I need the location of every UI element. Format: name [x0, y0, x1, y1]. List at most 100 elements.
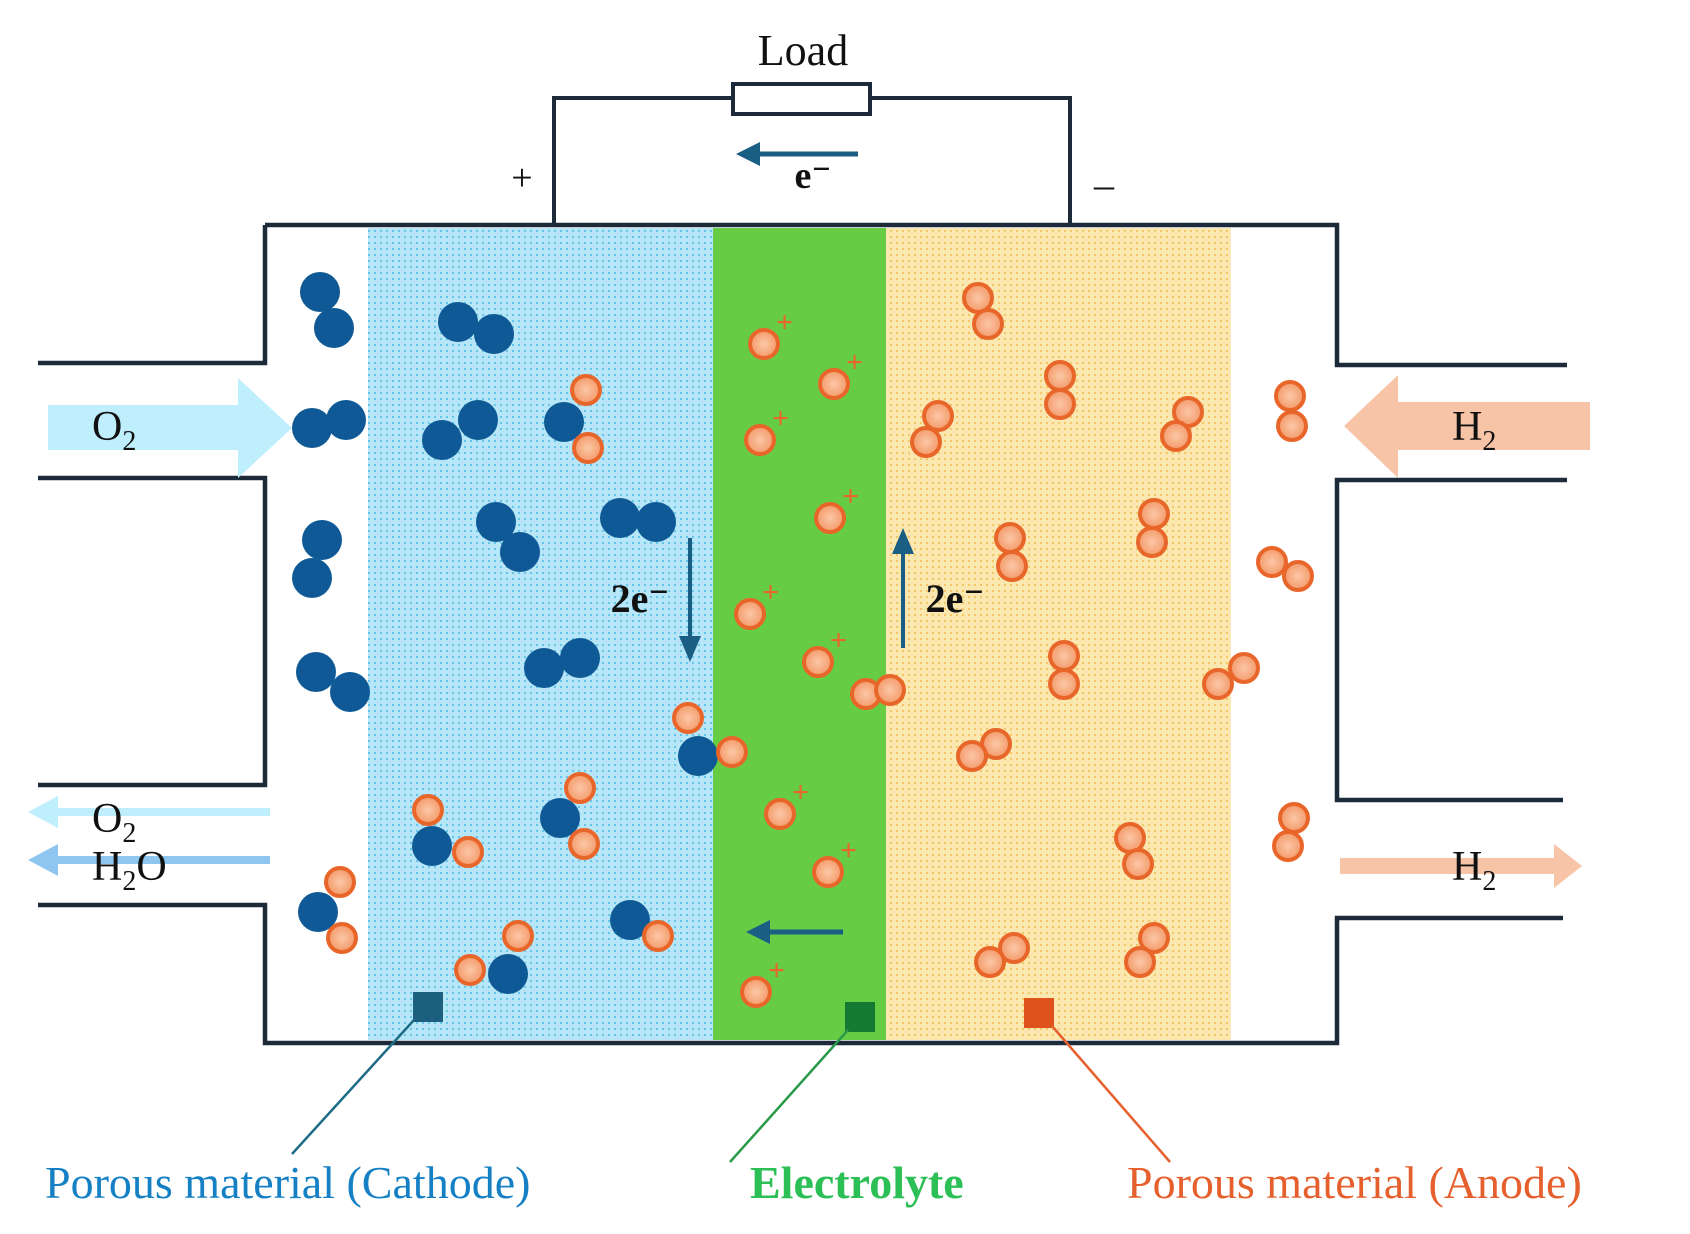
o2-inlet-arrow	[48, 378, 292, 478]
hydrogen-atom	[922, 400, 954, 432]
hydrogen-atom	[1044, 388, 1076, 420]
h2o-outlet-label: H2O	[92, 844, 167, 897]
hydrogen-atom	[1124, 946, 1156, 978]
anode-electron-label: 2e⁻	[926, 576, 985, 621]
oxygen-atom	[476, 502, 516, 542]
hydrogen-atom	[972, 308, 1004, 340]
proton	[740, 976, 772, 1008]
hydrogen-atom	[412, 794, 444, 826]
anode-label: Porous material (Anode)	[1127, 1157, 1582, 1208]
hydrogen-atom	[564, 772, 596, 804]
proton	[734, 598, 766, 630]
hydrogen-atom	[572, 432, 604, 464]
oxygen-atom	[458, 400, 498, 440]
hydrogen-atom	[502, 920, 534, 952]
hydrogen-atom	[642, 920, 674, 952]
h2o-outlet-arrow	[28, 844, 270, 876]
external-circuit-wire	[552, 96, 1072, 225]
electrolyte-label: Electrolyte	[750, 1157, 964, 1208]
anode-electron-arrowhead	[892, 528, 914, 554]
oxygen-atom	[474, 314, 514, 354]
oxygen-atom	[302, 520, 342, 560]
proton-charge-sign: +	[776, 306, 793, 339]
hydrogen-atom	[716, 736, 748, 768]
hydrogen-atom	[1278, 802, 1310, 834]
positive-terminal-label: +	[511, 157, 532, 199]
o2-inlet-label: O2	[92, 404, 136, 457]
oxygen-atom	[678, 736, 718, 776]
hydrogen-atom	[1048, 668, 1080, 700]
hydrogen-atom	[570, 374, 602, 406]
hydrogen-atom	[1276, 410, 1308, 442]
proton-charge-sign: +	[762, 576, 779, 609]
hydrogen-atom	[998, 932, 1030, 964]
oxygen-atom	[438, 302, 478, 342]
proton	[818, 368, 850, 400]
oxygen-atom	[524, 648, 564, 688]
hydrogen-atom	[1044, 360, 1076, 392]
proton-charge-sign: +	[842, 480, 859, 513]
hydrogen-atom	[874, 674, 906, 706]
oxygen-atom	[330, 672, 370, 712]
proton-charge-sign: +	[846, 346, 863, 379]
hydrogen-atom	[1228, 652, 1260, 684]
hydrogen-atom	[1138, 922, 1170, 954]
oxygen-atom	[544, 402, 584, 442]
load-resistor	[731, 82, 872, 116]
hydrogen-atom	[1282, 560, 1314, 592]
oxygen-atom	[488, 954, 528, 994]
hydrogen-atom	[454, 954, 486, 986]
hydrogen-atom	[672, 702, 704, 734]
h2-inlet-arrow	[1344, 375, 1590, 478]
cathode-marker	[413, 992, 443, 1022]
cathode-layer	[368, 228, 713, 1040]
hydrogen-atom	[962, 282, 994, 314]
hydrogen-atom	[1048, 640, 1080, 672]
cell-outline	[38, 222, 1567, 1046]
oxygen-atom	[314, 308, 354, 348]
h2-inlet-label: H2	[1452, 404, 1496, 457]
o2-outlet-label: O2	[92, 796, 136, 849]
hydrogen-atom	[996, 550, 1028, 582]
proton-charge-sign: +	[830, 624, 847, 657]
cathode-electron-arrowhead	[679, 636, 701, 662]
hydrogen-atom	[568, 828, 600, 860]
proton	[814, 502, 846, 534]
hydrogen-atom	[1138, 498, 1170, 530]
oxygen-atom	[300, 272, 340, 312]
oxygen-atom	[422, 420, 462, 460]
proton	[802, 646, 834, 678]
h2-outlet-arrow	[1340, 844, 1582, 888]
hydrogen-atom	[1202, 668, 1234, 700]
hydrogen-atom	[452, 836, 484, 868]
oxygen-atom	[610, 900, 650, 940]
proton-charge-sign: +	[768, 954, 785, 987]
hydrogen-atom	[956, 740, 988, 772]
anode-marker	[1024, 998, 1054, 1028]
oxygen-atom	[500, 532, 540, 572]
proton-charge-sign: +	[840, 834, 857, 867]
oxygen-atom	[298, 892, 338, 932]
cathode-leader-line	[291, 1019, 415, 1155]
o2-outlet-arrow	[28, 796, 270, 828]
h2-outlet-label: H2	[1452, 844, 1496, 897]
hydrogen-atom	[1122, 848, 1154, 880]
load-label: Load	[758, 26, 848, 75]
cathode-electron-label: 2e⁻	[611, 576, 670, 621]
oxygen-atom	[540, 798, 580, 838]
proton	[764, 798, 796, 830]
oxygen-atom	[560, 638, 600, 678]
anode-layer	[886, 228, 1231, 1040]
oxygen-atom	[326, 400, 366, 440]
particles-layer: +++++++++	[292, 272, 1314, 1008]
proton	[744, 424, 776, 456]
anode-leader-line	[1051, 1025, 1171, 1163]
oxygen-atom	[600, 498, 640, 538]
hydrogen-atom	[1160, 420, 1192, 452]
electrolyte-marker	[845, 1002, 875, 1032]
top-electron-label: e⁻	[795, 155, 832, 197]
proton-charge-sign: +	[792, 776, 809, 809]
electrolyte-leader-line	[729, 1029, 849, 1163]
negative-terminal-label: –	[1093, 162, 1115, 207]
proton	[812, 856, 844, 888]
